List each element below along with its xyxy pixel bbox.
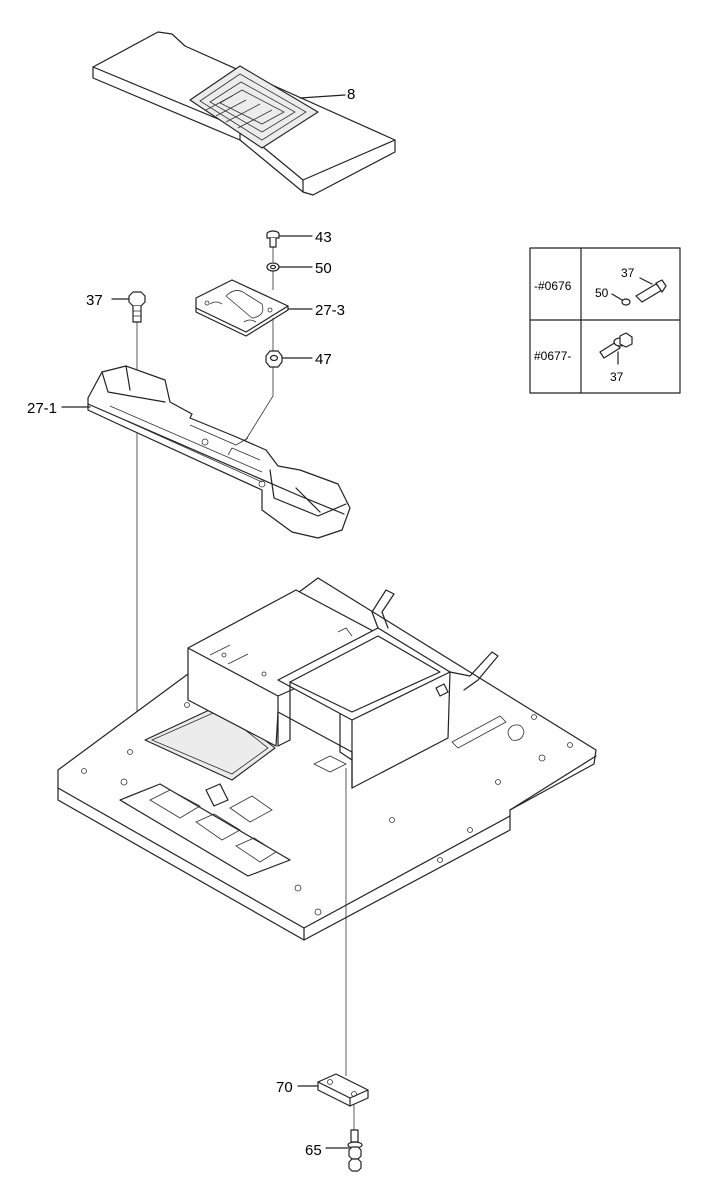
callout-43: 43 — [315, 229, 332, 246]
callout-47: 47 — [315, 351, 332, 368]
floor-clip — [205, 783, 229, 807]
alignment-line-center — [241, 247, 274, 447]
variant-inset-table — [529, 247, 681, 394]
bolt-part-43 — [266, 230, 313, 248]
console-cover-part-27-1 — [61, 365, 351, 539]
pedestal-box-frame — [187, 589, 499, 789]
callout-70: 70 — [276, 1079, 293, 1096]
bolt-part-37-left — [111, 291, 146, 323]
inset-row2-bolt-assembly — [599, 332, 633, 365]
inset-row1-serial: -#0676 — [534, 279, 572, 293]
nut-part-47 — [265, 350, 313, 368]
inset-row2-bolt-label: 37 — [610, 370, 624, 384]
callout-37-left: 37 — [86, 292, 103, 309]
cover-plate-part-27-3 — [195, 279, 313, 337]
callout-27-3: 27-3 — [315, 302, 345, 319]
callout-8: 8 — [347, 86, 355, 103]
inset-row1-bolt-label: 37 — [621, 266, 635, 280]
floor-plate-holes — [81, 702, 573, 916]
bolt-part-65 — [325, 1129, 363, 1172]
callout-27-1: 27-1 — [27, 400, 57, 417]
callout-50: 50 — [315, 260, 332, 277]
floor-mat-part-8 — [92, 31, 396, 196]
floor-plate-base — [57, 577, 597, 941]
inset-row1-washer-label: 50 — [595, 286, 609, 300]
plate-part-70 — [297, 1073, 369, 1107]
washer-part-50 — [266, 262, 313, 272]
floor-slot-right — [313, 755, 347, 773]
callout-65: 65 — [305, 1142, 322, 1159]
callout-labels: 8 43 50 27-3 47 37 27-1 70 65 -#0676 37 … — [27, 86, 635, 1159]
inset-row1-bolt-washer — [611, 277, 667, 306]
keyhole-slot — [507, 724, 525, 741]
inset-row2-serial: #0677- — [534, 349, 571, 363]
floor-mat-grip-pad — [189, 65, 319, 149]
